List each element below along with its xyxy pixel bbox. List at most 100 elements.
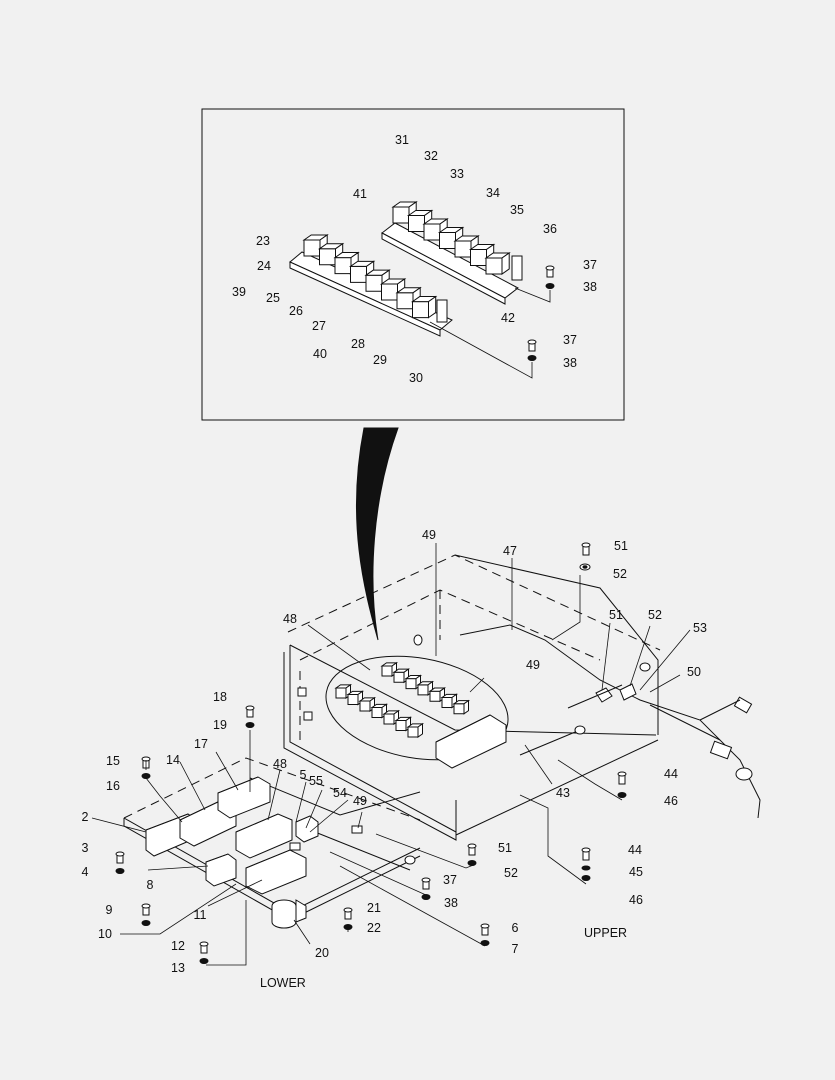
inset-screw-37-a: [545, 265, 555, 289]
inset-callout-40: 40: [313, 347, 327, 361]
inset-callout-42: 42: [501, 311, 515, 325]
bolt-with-washer: [480, 923, 490, 946]
detail-inset-frame: [201, 108, 625, 421]
inset-callout-37: 37: [563, 333, 577, 347]
upper-control-box: [283, 543, 761, 841]
inset-callout-35: 35: [510, 203, 524, 217]
bolt-with-washer: [421, 877, 431, 900]
relay-cube: [370, 703, 389, 719]
lower-mounting-plate: [123, 757, 421, 929]
main-callout-45: 45: [629, 865, 643, 879]
main-callout-2: 2: [82, 810, 89, 824]
bolt-with-washer: [245, 705, 255, 728]
main-callout-15: 15: [106, 754, 120, 768]
main-callout-51: 51: [614, 539, 628, 553]
relay-cube: [394, 716, 413, 732]
inset-callout-38: 38: [563, 356, 577, 370]
bolt-with-washer: [115, 851, 125, 874]
bolt-with-washer: [141, 903, 151, 926]
main-callout-17: 17: [194, 737, 208, 751]
upper-screws: [519, 542, 627, 885]
inset-callout-24: 24: [257, 259, 271, 273]
main-callout-3: 3: [82, 841, 89, 855]
main-callout-14: 14: [166, 753, 180, 767]
main-callout-52: 52: [648, 608, 662, 622]
main-callout-47: 47: [503, 544, 517, 558]
main-callout-7: 7: [512, 942, 519, 956]
main-callout-49: 49: [422, 528, 436, 542]
inset-callout-25: 25: [266, 291, 280, 305]
inset-callout-26: 26: [289, 304, 303, 318]
lower-leader-lines: [91, 730, 486, 966]
detail-callout-curve: [356, 427, 399, 641]
main-callout-13: 13: [171, 961, 185, 975]
relay-row-lower: [289, 233, 453, 337]
main-callout-51: 51: [609, 608, 623, 622]
relay-cube: [333, 251, 360, 275]
inset-callout-34: 34: [486, 186, 500, 200]
inset-callout-38: 38: [583, 280, 597, 294]
relay-cube: [484, 251, 511, 275]
relay-cube: [416, 680, 435, 696]
relay-cube: [440, 693, 459, 709]
main-callout-19: 19: [213, 718, 227, 732]
main-callout-46: 46: [629, 893, 643, 907]
bolt-with-washer: [199, 941, 209, 964]
main-callout-49: 49: [353, 794, 367, 808]
section-label-lower: LOWER: [260, 976, 306, 990]
inset-callout-32: 32: [424, 149, 438, 163]
inset-screw-37-b: [527, 339, 537, 361]
main-callout-11: 11: [194, 908, 207, 922]
main-callout-49: 49: [526, 658, 540, 672]
main-callout-22: 22: [367, 921, 381, 935]
lower-component-20: [271, 899, 307, 929]
main-callout-20: 20: [315, 946, 329, 960]
inset-callout-23: 23: [256, 234, 270, 248]
main-callout-46: 46: [664, 794, 678, 808]
section-label-upper: UPPER: [584, 926, 627, 940]
main-callout-8: 8: [147, 878, 154, 892]
lower-component-55: [295, 815, 319, 843]
main-callout-52: 52: [613, 567, 627, 581]
inset-callout-28: 28: [351, 337, 365, 351]
relay-row-upper: [381, 200, 523, 305]
main-callout-54: 54: [333, 786, 347, 800]
main-callout-9: 9: [106, 903, 113, 917]
relay-cube: [452, 699, 471, 715]
main-callout-5: 5: [300, 768, 307, 782]
main-callout-55: 55: [309, 774, 323, 788]
main-callout-6: 6: [512, 921, 519, 935]
main-callout-50: 50: [687, 665, 701, 679]
inset-callout-39: 39: [232, 285, 246, 299]
main-callout-18: 18: [213, 690, 227, 704]
main-callout-43: 43: [556, 786, 570, 800]
main-callout-16: 16: [106, 779, 120, 793]
main-callout-48: 48: [283, 612, 297, 626]
inset-callout-29: 29: [373, 353, 387, 367]
main-callout-52: 52: [504, 866, 518, 880]
inset-callout-30: 30: [409, 371, 423, 385]
relay-cube: [410, 295, 438, 319]
main-callout-37: 37: [443, 873, 457, 887]
main-callout-51: 51: [498, 841, 512, 855]
main-callout-53: 53: [693, 621, 707, 635]
main-callout-44: 44: [664, 767, 678, 781]
inset-callout-31: 31: [395, 133, 409, 147]
detail-highlight-ellipse: [325, 655, 509, 761]
relay-cube: [406, 722, 425, 738]
inset-callout-36: 36: [543, 222, 557, 236]
inset-callout-27: 27: [312, 319, 326, 333]
main-callout-38: 38: [444, 896, 458, 910]
inset-callout-33: 33: [450, 167, 464, 181]
inset-callout-41: 41: [353, 187, 367, 201]
main-callout-48: 48: [273, 757, 287, 771]
main-callout-44: 44: [628, 843, 642, 857]
lower-component-48: [235, 813, 293, 859]
main-callout-21: 21: [367, 901, 381, 915]
main-callout-10: 10: [98, 927, 112, 941]
lower-component-8: [205, 853, 237, 887]
main-callout-12: 12: [171, 939, 185, 953]
inset-callout-37: 37: [583, 258, 597, 272]
